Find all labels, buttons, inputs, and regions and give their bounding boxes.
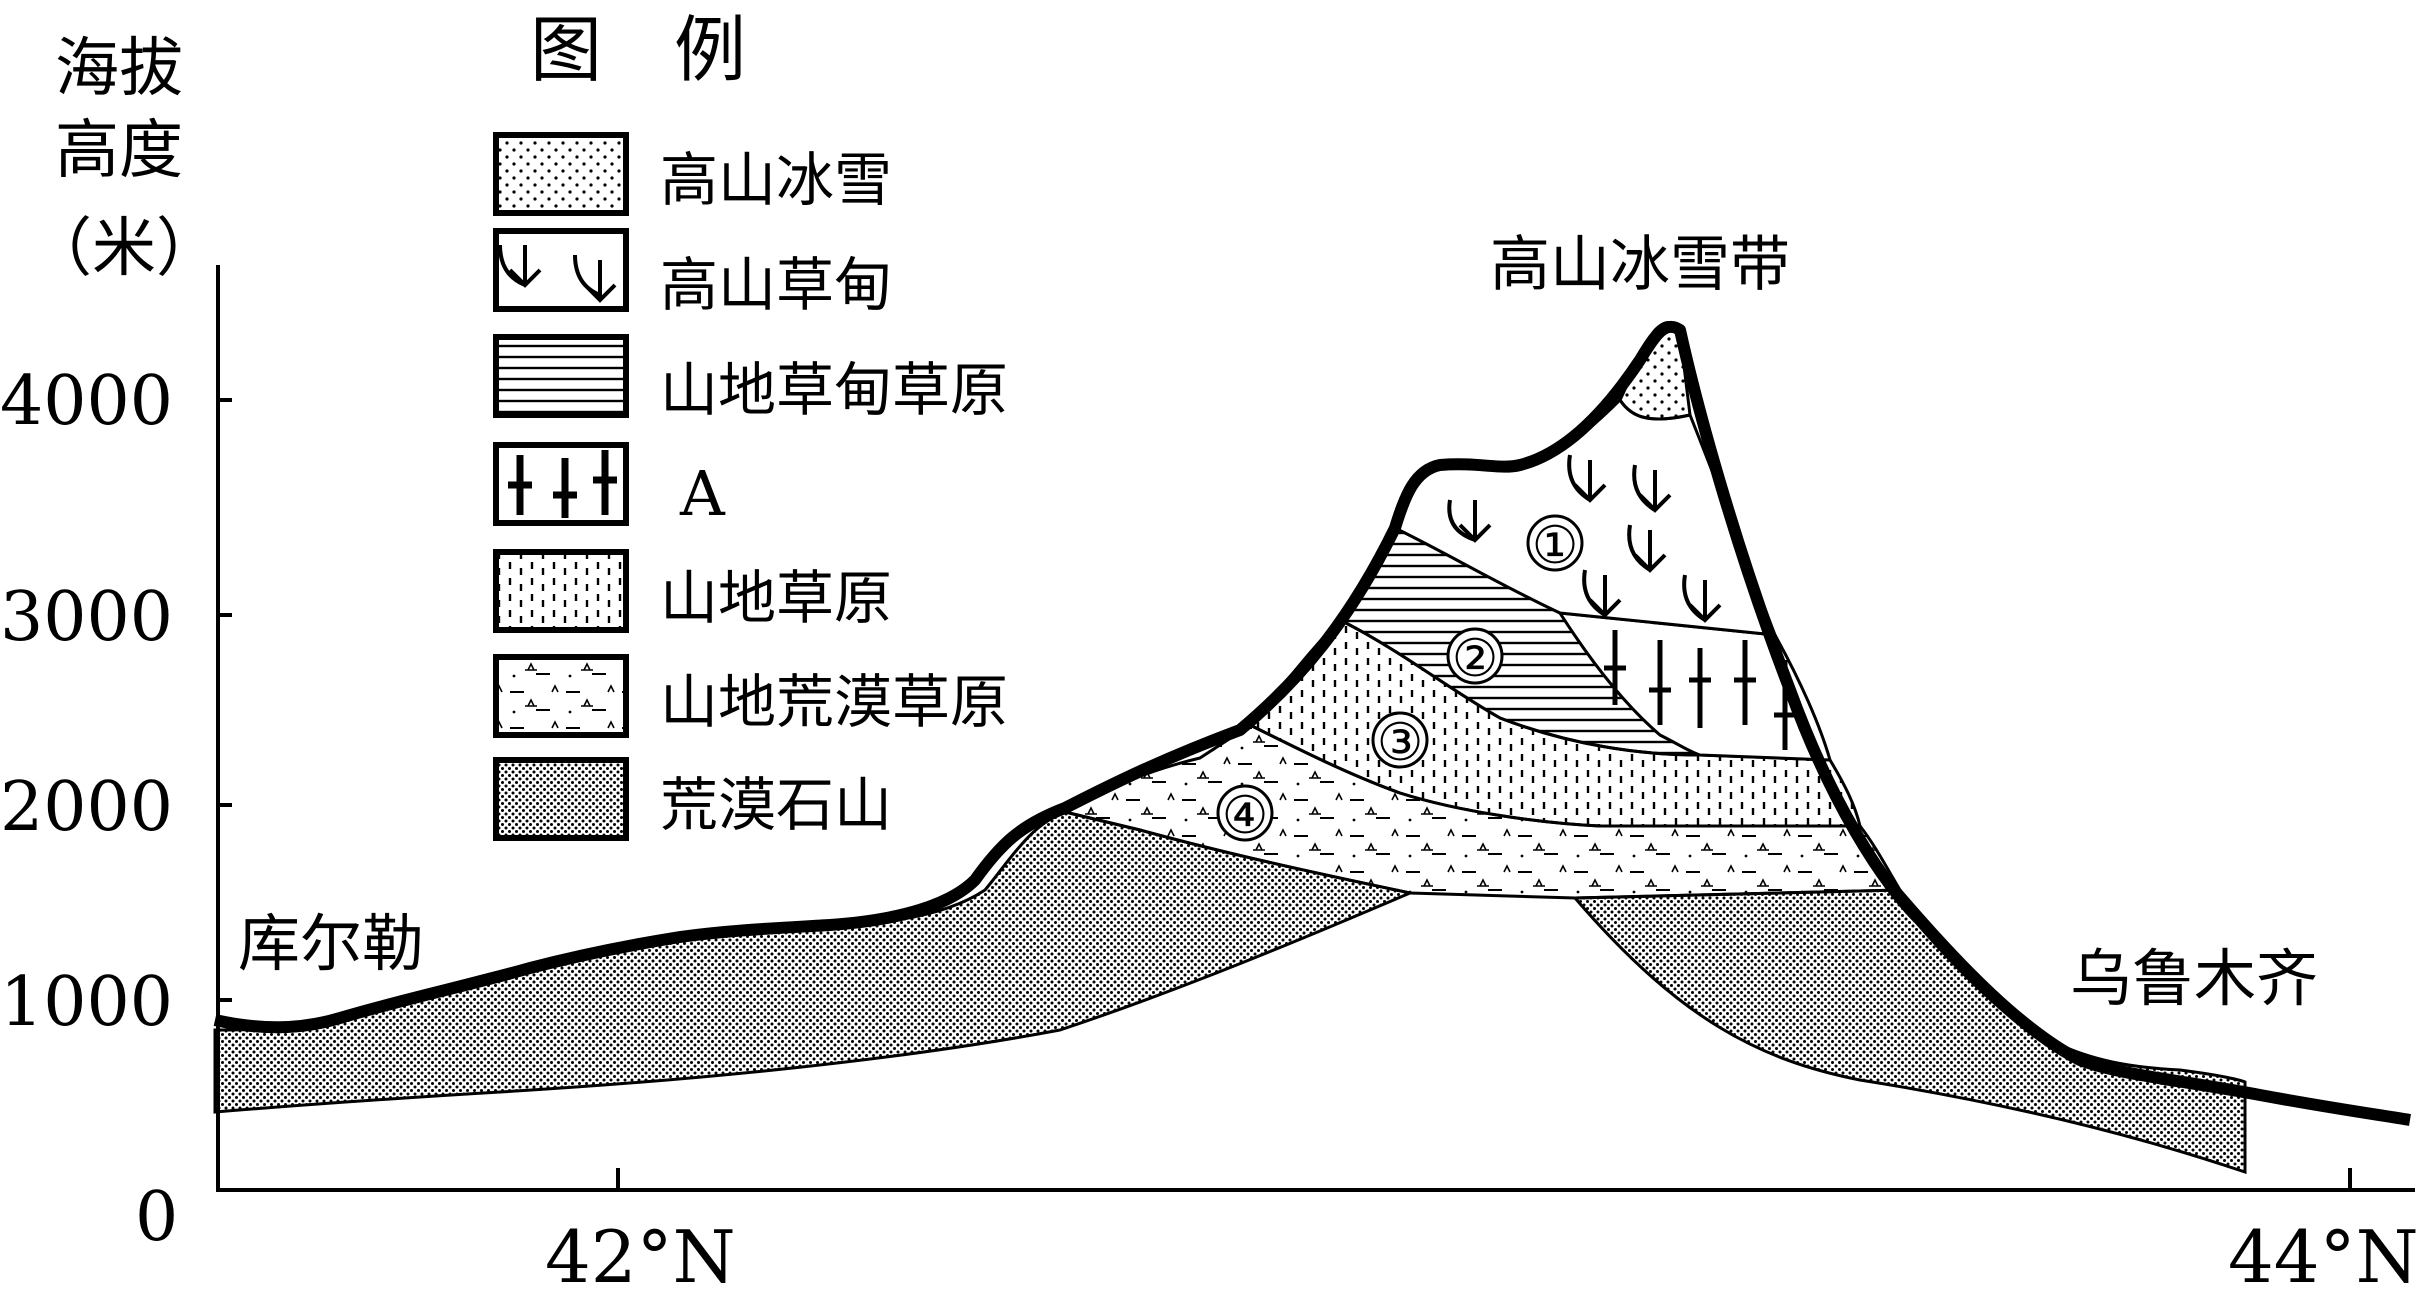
legend-label-desert-rock: 荒漠石山 xyxy=(660,771,892,839)
legend-swatch-steppe xyxy=(493,549,629,633)
legend-label-steppe: 山地草原 xyxy=(660,564,892,632)
y-tick-4000: 4000 xyxy=(0,362,173,441)
y-tick-2000: 2000 xyxy=(0,768,173,847)
legend-title: 图 例 xyxy=(530,8,746,92)
legend-label-alpine-snow: 高山冰雪 xyxy=(660,146,892,214)
place-korla: 库尔勒 xyxy=(238,907,424,980)
legend-swatch-alpine-snow xyxy=(493,132,629,216)
zone-a xyxy=(1557,611,1833,762)
y-axis-title-line2: 高度 xyxy=(55,114,183,188)
y-axis-title-line1: 海拔 xyxy=(55,32,183,106)
legend-label-meadow-steppe: 山地草甸草原 xyxy=(660,356,1008,424)
zone-label-3: ③ xyxy=(1377,713,1424,773)
legend-label-a: A xyxy=(679,457,726,530)
legend-swatch-a xyxy=(493,442,629,526)
y-origin: 0 xyxy=(135,1178,178,1257)
legend-swatch-desert-steppe xyxy=(493,654,629,738)
y-tick-1000: 1000 xyxy=(0,963,173,1042)
y-tick-3000: 3000 xyxy=(0,578,173,657)
zone-label-2: ② xyxy=(1452,629,1499,689)
legend-label-desert-steppe: 山地荒漠草原 xyxy=(660,668,1008,736)
x-axis-ticks xyxy=(616,1168,2352,1190)
legend-swatch-desert-rock xyxy=(493,757,629,841)
peak-label: 高山冰雪带 xyxy=(1490,230,1790,300)
legend-label-alpine-meadow: 高山草甸 xyxy=(660,251,892,319)
y-axis-ticks xyxy=(218,398,232,1002)
terrain-profile xyxy=(213,320,2411,1126)
x-tick-44n: 44°N xyxy=(2228,1215,2419,1299)
legend: 图 例 高山冰雪 高山草甸 山地草甸草原 A 山地草原 山地荒漠草原 荒漠石山 xyxy=(493,8,1008,841)
x-tick-42n: 42°N xyxy=(545,1215,736,1299)
zone-label-4: ④ xyxy=(1222,786,1269,846)
y-axis-title-line3: （米） xyxy=(28,212,220,286)
place-urumqi: 乌鲁木齐 xyxy=(2070,942,2318,1015)
alpine-meadow-symbols xyxy=(1447,454,1722,623)
zone-label-1: ① xyxy=(1532,516,1579,576)
legend-swatch-alpine-meadow xyxy=(493,228,629,312)
zone-labels: ① ② ③ ④ xyxy=(1216,514,1584,846)
zone-desert-rock-right xyxy=(1571,888,2247,1175)
legend-swatch-meadow-steppe xyxy=(493,334,629,418)
